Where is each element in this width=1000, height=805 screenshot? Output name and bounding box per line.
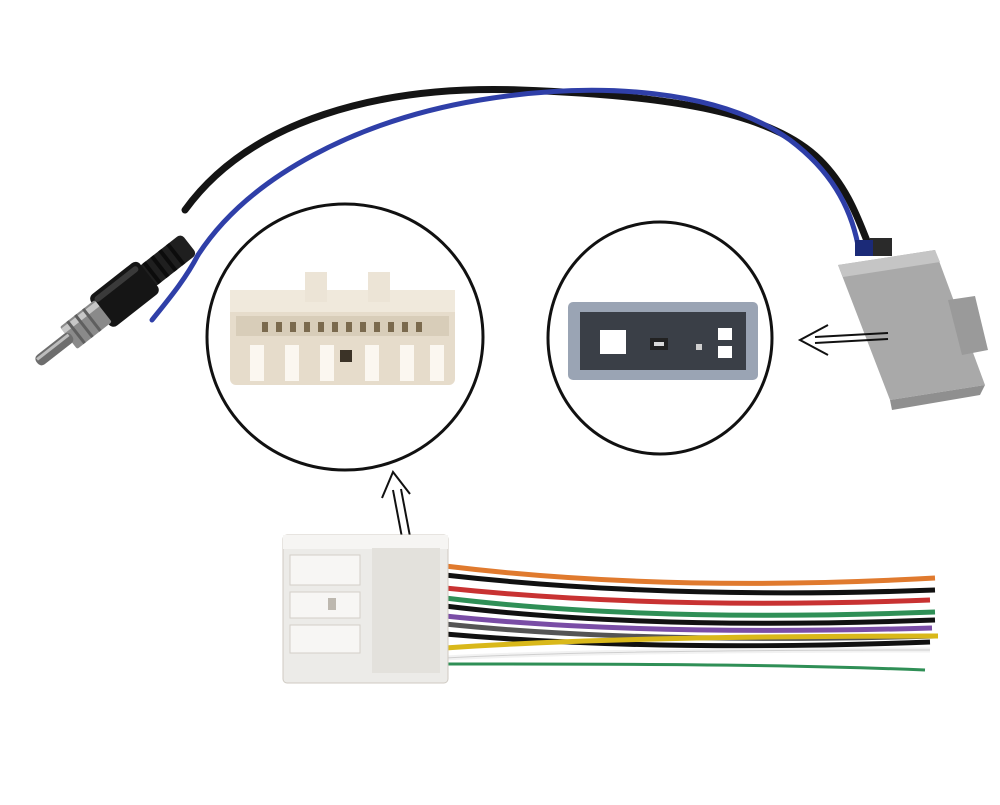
antenna-plug — [35, 235, 196, 366]
magnifier-circle-left — [205, 202, 485, 472]
beige-connector-closeup — [230, 272, 455, 385]
adapter-cables — [149, 86, 874, 323]
antenna-plug-metal-sleeve — [60, 300, 112, 349]
wiring-harness-plug — [282, 534, 449, 684]
antenna-plug-body — [90, 261, 159, 327]
gray-connector-closeup — [568, 302, 758, 380]
gray-connector — [838, 238, 988, 410]
antenna-plug-pin — [35, 332, 74, 366]
blue-ground-lead — [149, 252, 201, 323]
magnifier-circle-right — [546, 220, 774, 456]
blue-cable — [195, 87, 861, 258]
wiring-harness-wires — [444, 563, 939, 672]
black-cable — [181, 86, 874, 252]
pointer-arrow-right — [797, 324, 889, 356]
